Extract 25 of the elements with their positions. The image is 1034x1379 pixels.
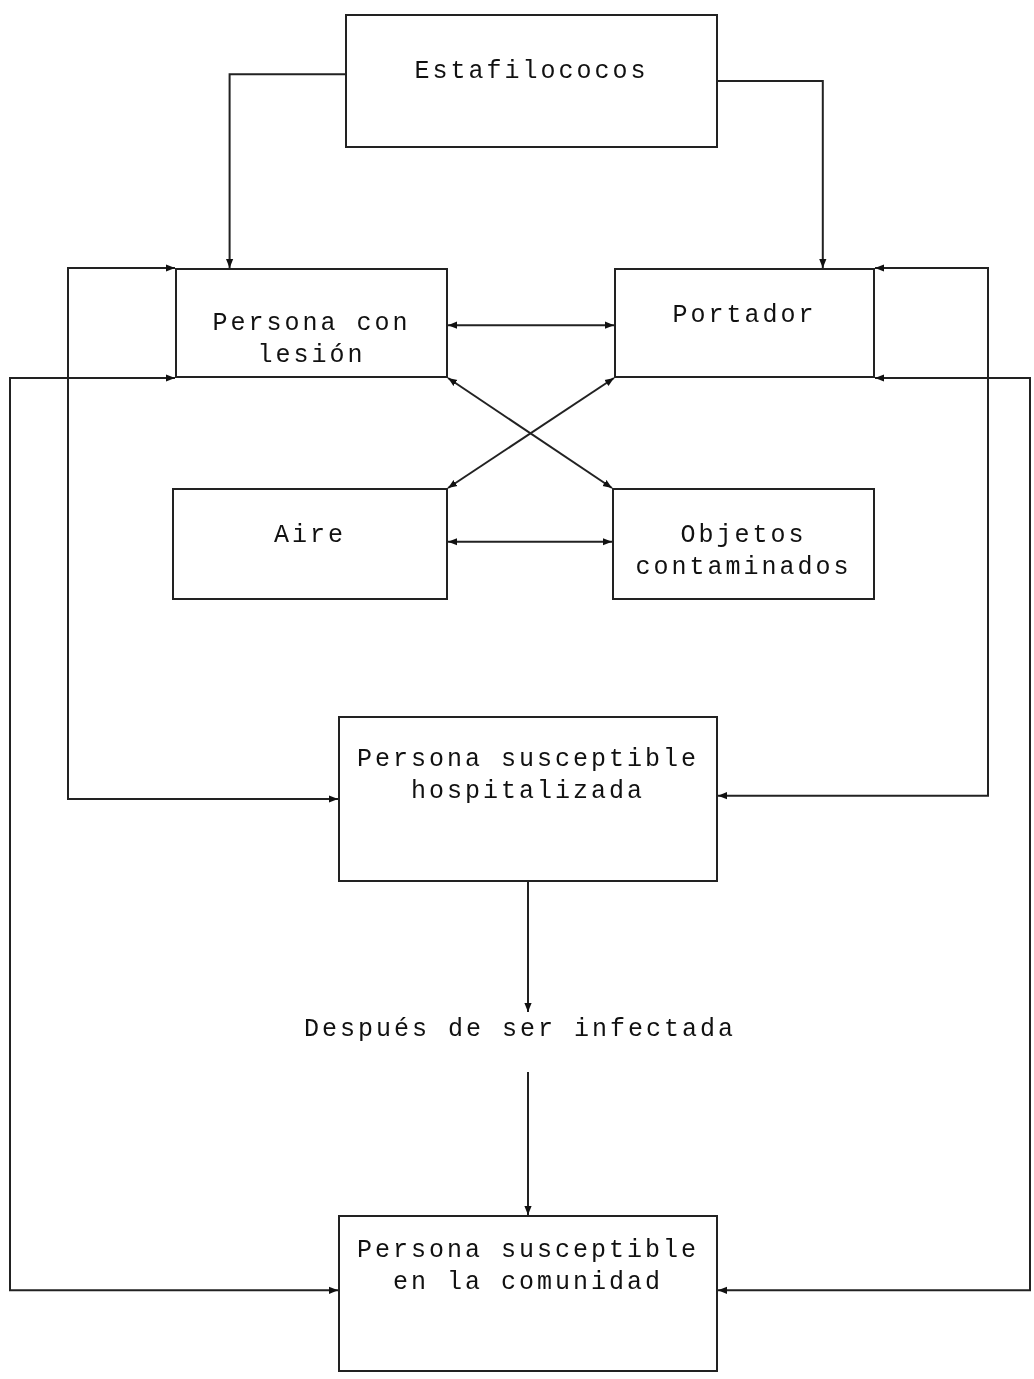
process-box — [338, 1215, 718, 1372]
box-label: Persona susceptible hospitalizada — [355, 744, 700, 808]
arrow — [717, 374, 1031, 1294]
process-box — [345, 14, 718, 148]
box-label: Aire — [274, 520, 346, 552]
process-box — [338, 716, 718, 882]
process-box — [614, 268, 875, 378]
arrow — [524, 881, 532, 1013]
arrow — [226, 73, 346, 269]
box-label: Estafilococos — [414, 56, 649, 88]
process-box — [172, 488, 448, 600]
arrow — [524, 1071, 532, 1216]
box-label: Persona con lesión — [211, 308, 412, 372]
process-box — [175, 268, 448, 378]
box-label: Portador — [672, 300, 817, 332]
arrow — [717, 264, 989, 800]
arrow — [9, 374, 339, 1294]
box-label: Objetos contaminados — [634, 520, 853, 584]
arrow — [717, 80, 827, 269]
arrow — [67, 264, 339, 803]
process-box — [612, 488, 875, 600]
arrow — [447, 538, 613, 546]
box-label: Persona susceptible en la comunidad — [355, 1235, 700, 1299]
step-label: Después de ser infectada — [303, 1014, 737, 1046]
arrow — [447, 321, 615, 329]
